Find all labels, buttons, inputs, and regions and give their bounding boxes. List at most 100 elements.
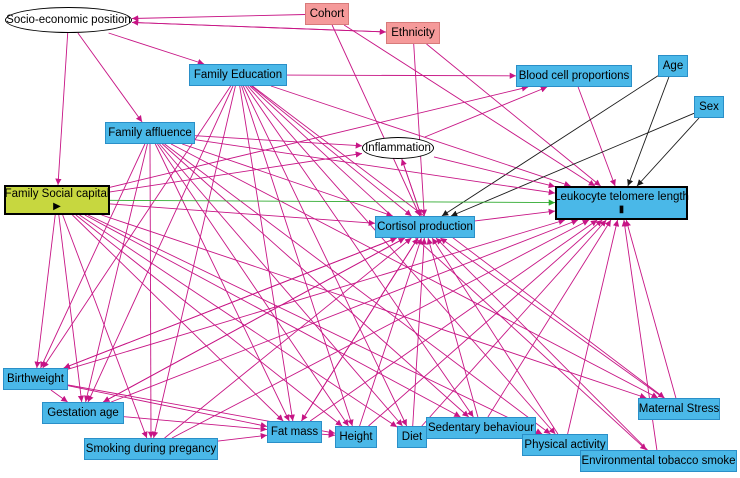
edge-famedu-to-height	[241, 85, 354, 427]
node-label-cohort: Cohort	[309, 8, 345, 20]
node-famaff[interactable]: Family affluence	[105, 122, 195, 144]
edge-famsoc-to-inflam	[109, 151, 363, 193]
node-birthweight[interactable]: Birthweight	[3, 368, 68, 390]
edge-famedu-to-envsmoke	[249, 85, 647, 451]
node-smoking[interactable]: Smoking during pregancy	[84, 438, 218, 460]
node-label-cortisol: Cortisol production	[377, 221, 473, 233]
edge-diet-to-ltl	[421, 219, 607, 427]
edge-birthweight-to-ltl	[67, 218, 566, 370]
exposure-marker-icon: ▶	[53, 200, 61, 212]
edge-famsoc-to-height	[75, 214, 343, 427]
node-label-sedentary: Sedentary behaviour	[427, 422, 535, 434]
node-famsoc[interactable]: Family Social capital▶	[4, 185, 110, 215]
node-sex[interactable]: Sex	[694, 96, 724, 118]
edge-famsoc-to-smoking	[62, 214, 148, 439]
node-ltl[interactable]: Leukocyte telomere length▮	[554, 186, 689, 220]
edge-physact-to-ltl	[567, 219, 620, 435]
edge-smoking-to-fatmass	[217, 432, 268, 442]
edge-famedu-to-cortisol	[251, 85, 412, 217]
edge-fatmass-to-ltl	[309, 219, 598, 422]
node-gestage[interactable]: Gestation age	[42, 402, 124, 424]
node-label-famaff: Family affluence	[108, 127, 192, 139]
edge-ses-to-famedu	[108, 32, 205, 66]
node-label-ses: Socio-economic position	[6, 14, 131, 26]
edge-gestage-to-ltl	[111, 219, 579, 403]
node-label-fatmass: Fat mass	[270, 426, 319, 438]
edge-cortisol-to-birthweight	[63, 237, 397, 369]
edge-famedu-to-fatmass	[239, 85, 295, 422]
edge-famsoc-to-cortisol	[109, 203, 376, 226]
edge-famsoc-to-bloodcell	[109, 85, 529, 188]
node-envsmoke[interactable]: Environmental tobacco smoke	[580, 450, 737, 472]
node-label-bloodcell: Blood cell proportions	[518, 70, 630, 82]
edge-birthweight-to-fatmass	[67, 385, 268, 429]
edge-envsmoke-to-cortisol	[435, 237, 648, 451]
node-sedentary[interactable]: Sedentary behaviour	[426, 417, 536, 439]
edge-famedu-to-diet	[242, 85, 408, 427]
edge-famaff-to-birthweight	[40, 143, 146, 369]
edge-famaff-to-height	[157, 143, 349, 427]
edge-maternal-to-cortisol	[440, 237, 664, 399]
node-cohort[interactable]: Cohort	[305, 3, 349, 25]
node-label-diet: Diet	[401, 431, 423, 443]
edge-cortisol-to-fatmass	[301, 237, 419, 422]
edge-inflam-to-bloodcell	[424, 86, 548, 138]
edge-famedu-to-ltl	[270, 85, 571, 187]
edge-diet-to-cortisol	[412, 237, 428, 427]
node-label-famedu: Family Education	[193, 69, 283, 81]
edge-famsoc-to-diet	[79, 214, 398, 428]
edge-bloodcell-to-ltl	[577, 86, 616, 187]
edge-famaff-to-inflam	[194, 135, 363, 149]
edge-gestage-to-fatmass	[123, 416, 268, 433]
edge-ses-to-famaff	[77, 32, 143, 123]
node-label-inflam: Inflammation	[365, 142, 431, 154]
edge-cortisol-to-gestage	[102, 237, 406, 403]
node-label-physact: Physical activity	[524, 439, 606, 451]
edge-famedu-to-maternal	[252, 85, 665, 399]
node-bloodcell[interactable]: Blood cell proportions	[516, 65, 632, 87]
edge-famsoc-to-gestage	[58, 214, 85, 403]
node-maternal[interactable]: Maternal Stress	[638, 398, 720, 420]
node-inflam[interactable]: Inflammation	[362, 137, 434, 159]
node-label-ethnicity: Ethnicity	[391, 27, 435, 39]
edge-cohort-to-ses	[131, 14, 306, 22]
node-physact[interactable]: Physical activity	[522, 434, 608, 456]
edge-age-to-ltl	[627, 76, 670, 187]
node-label-age: Age	[662, 60, 684, 72]
node-label-gestage: Gestation age	[47, 407, 119, 419]
edge-ses-to-famsoc	[55, 32, 69, 186]
node-height[interactable]: Height	[335, 426, 377, 448]
edge-sedentary-to-ltl	[487, 219, 612, 418]
node-label-ltl: Leukocyte telomere length	[554, 190, 689, 203]
edge-cortisol-to-ltl	[474, 208, 556, 222]
node-label-famsoc: Family Social capital	[4, 187, 110, 200]
edge-height-to-cortisol	[359, 237, 423, 427]
node-ethnicity[interactable]: Ethnicity	[386, 22, 440, 44]
edge-ses-to-ethnicity	[131, 21, 387, 35]
edge-sex-to-cortisol	[450, 112, 695, 217]
edge-famaff-to-physact	[164, 143, 551, 435]
node-fatmass[interactable]: Fat mass	[267, 421, 322, 443]
edge-famsoc-to-physact	[87, 214, 543, 435]
edge-famedu-to-bloodcell	[286, 72, 517, 79]
node-label-maternal: Maternal Stress	[638, 403, 720, 415]
node-ses[interactable]: Socio-economic position	[5, 7, 132, 33]
node-age[interactable]: Age	[658, 55, 688, 77]
node-label-height: Height	[339, 431, 373, 443]
edge-famaff-to-maternal	[170, 143, 659, 399]
edge-maternal-to-ltl	[624, 219, 677, 399]
node-diet[interactable]: Diet	[397, 426, 427, 448]
node-cortisol[interactable]: Cortisol production	[375, 216, 475, 238]
node-label-envsmoke: Environmental tobacco smoke	[581, 455, 736, 467]
edge-famsoc-to-ltl	[109, 199, 556, 206]
edge-fatmass-to-height	[321, 431, 336, 438]
edge-famaff-to-ltl	[194, 139, 556, 196]
node-famedu[interactable]: Family Education	[189, 64, 287, 86]
edge-smoking-to-cortisol	[164, 237, 412, 439]
edge-cortisol-to-inflam	[400, 158, 422, 217]
edge-age-to-cortisol	[441, 75, 659, 217]
edge-birthweight-to-gestage	[50, 389, 68, 403]
edge-famsoc-to-sedentary	[84, 214, 461, 418]
